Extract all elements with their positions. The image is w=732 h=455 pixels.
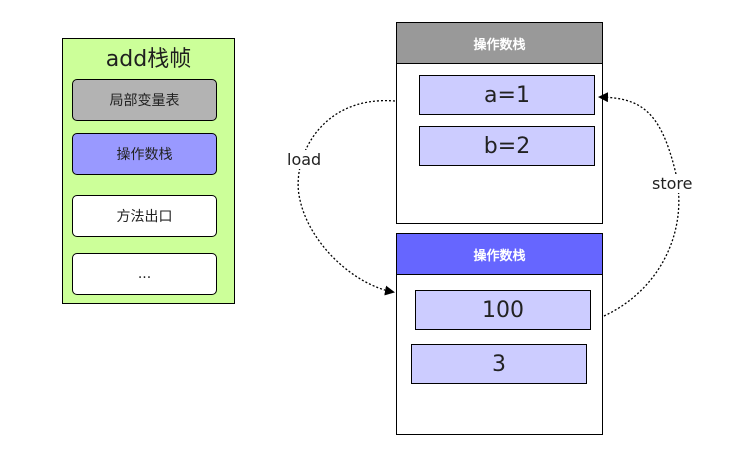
ellipsis-slot: ... [72, 253, 217, 295]
operand-stack-slot: 操作数栈 [72, 133, 217, 175]
stack-cell-100: 100 [415, 290, 591, 330]
operand-stack-bottom: 操作数栈 100 3 [396, 233, 603, 435]
add-stack-frame: add栈帧 局部变量表 操作数栈 方法出口 ... [62, 38, 235, 304]
frame-title: add栈帧 [105, 47, 192, 72]
local-variable-table-slot: 局部变量表 [72, 79, 217, 121]
operand-stack-top: 操作数栈 a=1 b=2 [396, 22, 603, 224]
load-arrow [297, 100, 396, 296]
stack-cell-3: 3 [411, 344, 587, 384]
load-label: load [285, 150, 324, 169]
operand-stack-top-header: 操作数栈 [397, 23, 602, 64]
store-arrow [598, 92, 680, 317]
store-label: store [650, 174, 695, 193]
method-exit-slot: 方法出口 [72, 195, 217, 237]
stack-cell-a: a=1 [419, 75, 595, 115]
stack-cell-b: b=2 [419, 126, 595, 166]
operand-stack-bottom-header: 操作数栈 [397, 234, 602, 275]
